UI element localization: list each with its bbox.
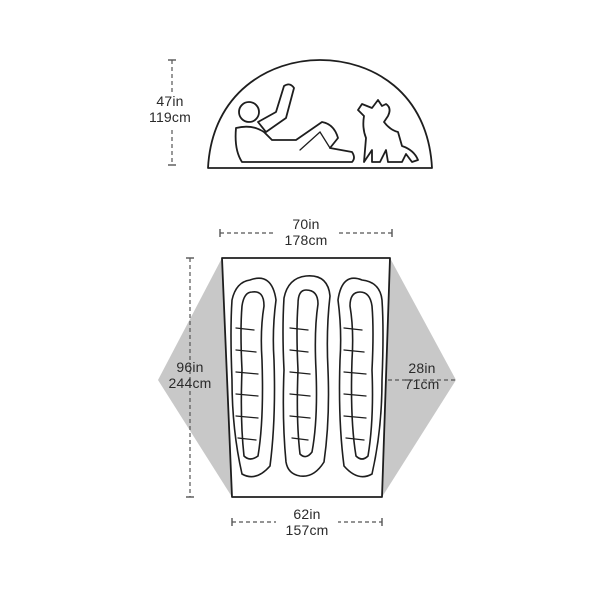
height-label-bg (140, 92, 200, 128)
bottom-width-cm-label: 157cm (285, 522, 328, 538)
length-cm-label: 244cm (168, 375, 211, 391)
right-vestibule (382, 258, 456, 497)
height-in-label: 47in (156, 93, 183, 109)
dog-body (357, 99, 419, 163)
person-knee (299, 130, 331, 151)
top-width-in-label: 70in (292, 216, 319, 232)
floor-plan: 70in 178cm 96in 244cm 28in 71cm (158, 216, 456, 540)
bottom-width-label-bg (276, 506, 338, 540)
bag-right-quilting (343, 327, 367, 441)
reclining-person-icon (234, 83, 355, 163)
bag-right-inner (349, 291, 374, 460)
sleeping-bag-right (337, 277, 384, 478)
person-arm (257, 83, 295, 133)
left-vestibule (158, 258, 232, 497)
person-head (238, 101, 260, 123)
length-in-label: 96in (176, 359, 203, 375)
sleeping-bag-center (282, 275, 331, 478)
top-width-label-bg (276, 216, 338, 250)
sleeping-bag-left (230, 277, 277, 478)
sitting-dog-icon (357, 99, 419, 163)
bag-left-quilting (235, 327, 259, 441)
bag-left-inner (240, 290, 265, 460)
top-width-cm-label: 178cm (284, 232, 327, 248)
vestibule-cm-label: 71cm (404, 376, 439, 392)
side-view: 47in 119cm (140, 59, 433, 169)
bottom-width-in-label: 62in (293, 506, 320, 522)
bag-center-quilting (289, 327, 311, 441)
height-cm-label: 119cm (149, 109, 191, 125)
vestibule-in-label: 28in (408, 360, 435, 376)
person-body (234, 121, 355, 163)
